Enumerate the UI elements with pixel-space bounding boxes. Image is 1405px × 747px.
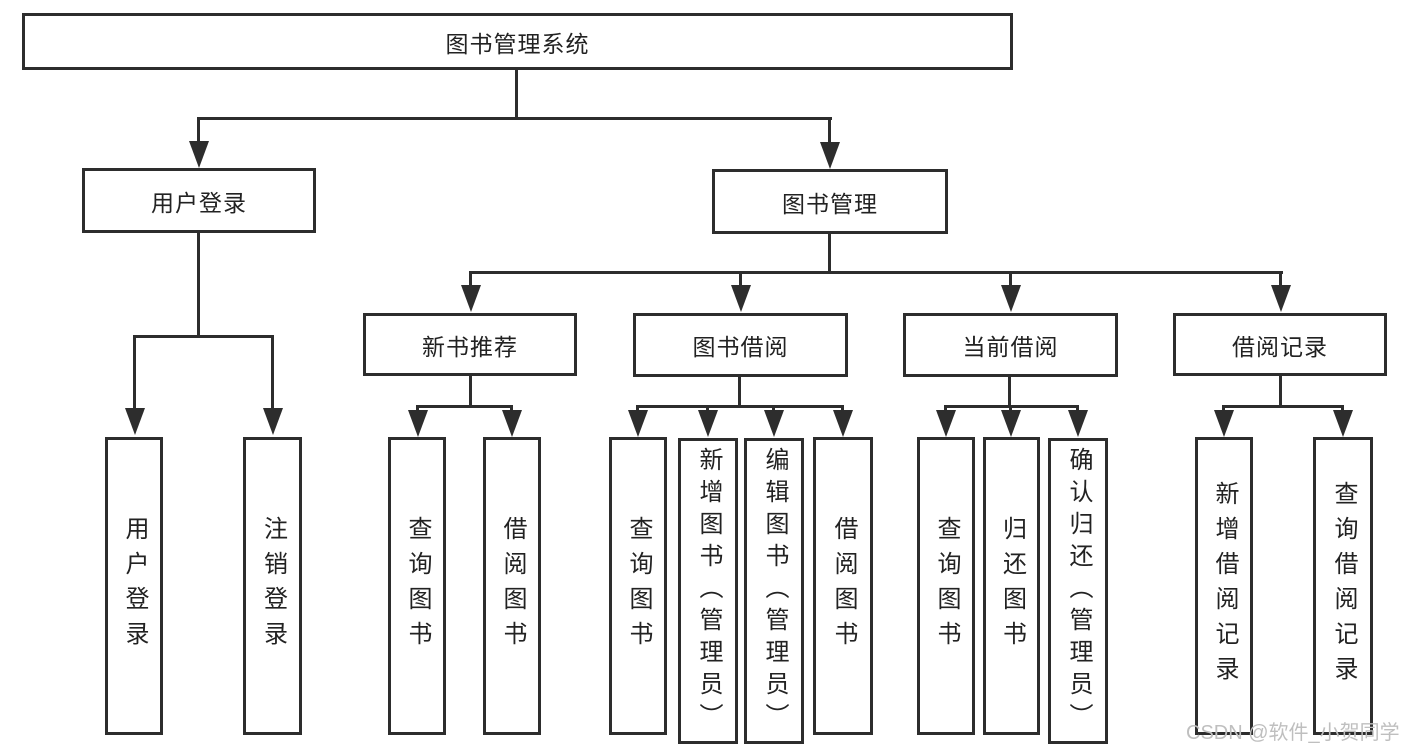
connector-root-stem — [515, 68, 518, 119]
arrow-to-leaf-query-book-1 — [416, 405, 419, 410]
connector-root-bus — [198, 117, 832, 120]
connector-book-borrow-stem — [738, 376, 741, 407]
node-root-label: 图书管理系统 — [445, 30, 590, 57]
node-user-login: 用户登录 — [82, 168, 316, 233]
arrow-to-book-mgmt — [828, 117, 831, 142]
node-current-borrow: 当前借阅 — [903, 313, 1118, 377]
arrow-to-borrow-record — [1279, 271, 1282, 285]
leaf-borrow-book-2-label: 借阅图书 — [830, 516, 857, 656]
leaf-borrow-book-1: 借阅图书 — [483, 437, 541, 735]
arrow-to-new-book — [469, 271, 472, 285]
node-book-borrow: 图书借阅 — [633, 313, 848, 377]
node-new-book-recommend: 新书推荐 — [363, 313, 577, 376]
leaf-add-book-admin: 新增图书（管理员） — [678, 438, 738, 744]
leaf-borrow-book-2: 借阅图书 — [813, 437, 873, 735]
leaf-confirm-return-admin: 确认归还（管理员） — [1048, 438, 1108, 744]
connector-borrow-record-bus — [1222, 405, 1344, 408]
leaf-query-book-1-label: 查询图书 — [404, 516, 431, 656]
leaf-query-borrow-record-label: 查询借阅记录 — [1330, 481, 1357, 691]
leaf-query-book-1: 查询图书 — [388, 437, 446, 735]
arrow-to-leaf-login — [133, 335, 136, 408]
leaf-borrow-book-1-label: 借阅图书 — [499, 516, 526, 656]
node-user-login-label: 用户登录 — [151, 189, 247, 216]
leaf-return-book-label: 归还图书 — [998, 516, 1026, 656]
node-book-mgmt: 图书管理 — [712, 169, 948, 234]
node-borrow-record: 借阅记录 — [1173, 313, 1387, 376]
node-book-borrow-label: 图书借阅 — [692, 334, 789, 360]
arrow-to-book-borrow — [739, 271, 742, 285]
leaf-logout: 注销登录 — [243, 437, 302, 735]
node-borrow-record-label: 借阅记录 — [1232, 333, 1328, 360]
arrow-to-user-login — [197, 117, 200, 141]
csdn-watermark: CSDN @软件_小贺同学 — [1186, 722, 1400, 744]
node-root-library-system: 图书管理系统 — [22, 13, 1013, 70]
arrow-to-leaf-query-book-2 — [636, 405, 639, 410]
node-book-mgmt-label: 图书管理 — [782, 190, 878, 217]
leaf-add-borrow-record-label: 新增借阅记录 — [1211, 481, 1238, 691]
arrow-to-leaf-confirm-return — [1076, 405, 1079, 410]
connector-user-login-stem — [197, 231, 200, 338]
leaf-return-book: 归还图书 — [983, 437, 1040, 735]
leaf-user-login: 用户登录 — [105, 437, 163, 735]
leaf-edit-book-admin-label: 编辑图书（管理员） — [761, 447, 788, 735]
connector-book-mgmt-stem — [828, 232, 831, 274]
connector-book-mgmt-bus — [469, 271, 1283, 274]
connector-book-borrow-bus — [636, 405, 843, 408]
leaf-query-book-2-label: 查询图书 — [625, 516, 652, 656]
arrow-to-leaf-borrow-book-2 — [841, 405, 844, 410]
leaf-logout-label: 注销登录 — [259, 516, 287, 656]
arrow-to-leaf-borrow-book-1 — [510, 405, 513, 410]
node-new-book-recommend-label: 新书推荐 — [422, 333, 518, 360]
arrow-to-leaf-query-book-3 — [944, 405, 947, 410]
connector-current-borrow-stem — [1008, 376, 1011, 407]
leaf-edit-book-admin: 编辑图书（管理员） — [744, 438, 804, 744]
arrow-to-leaf-add-book — [706, 405, 709, 410]
arrow-to-leaf-query-record — [1341, 405, 1344, 410]
leaf-user-login-label: 用户登录 — [121, 516, 148, 656]
connector-user-login-bus — [133, 335, 274, 338]
leaf-query-book-2: 查询图书 — [609, 437, 667, 735]
node-current-borrow-label: 当前借阅 — [962, 334, 1059, 360]
leaf-confirm-return-admin-label: 确认归还（管理员） — [1065, 447, 1092, 735]
connector-new-book-stem — [469, 374, 472, 407]
connector-new-book-bus — [416, 405, 513, 408]
leaf-query-book-3-label: 查询图书 — [933, 516, 960, 656]
leaf-query-borrow-record: 查询借阅记录 — [1313, 437, 1373, 735]
leaf-add-book-admin-label: 新增图书（管理员） — [695, 447, 722, 735]
arrow-to-leaf-logout — [271, 335, 274, 408]
leaf-add-borrow-record: 新增借阅记录 — [1195, 437, 1253, 735]
arrow-to-current-borrow — [1009, 271, 1012, 285]
arrow-to-leaf-return-book — [1009, 405, 1012, 410]
arrow-to-leaf-add-record — [1222, 405, 1225, 410]
connector-borrow-record-stem — [1279, 374, 1282, 407]
leaf-query-book-3: 查询图书 — [917, 437, 975, 735]
arrow-to-leaf-edit-book — [772, 405, 775, 410]
